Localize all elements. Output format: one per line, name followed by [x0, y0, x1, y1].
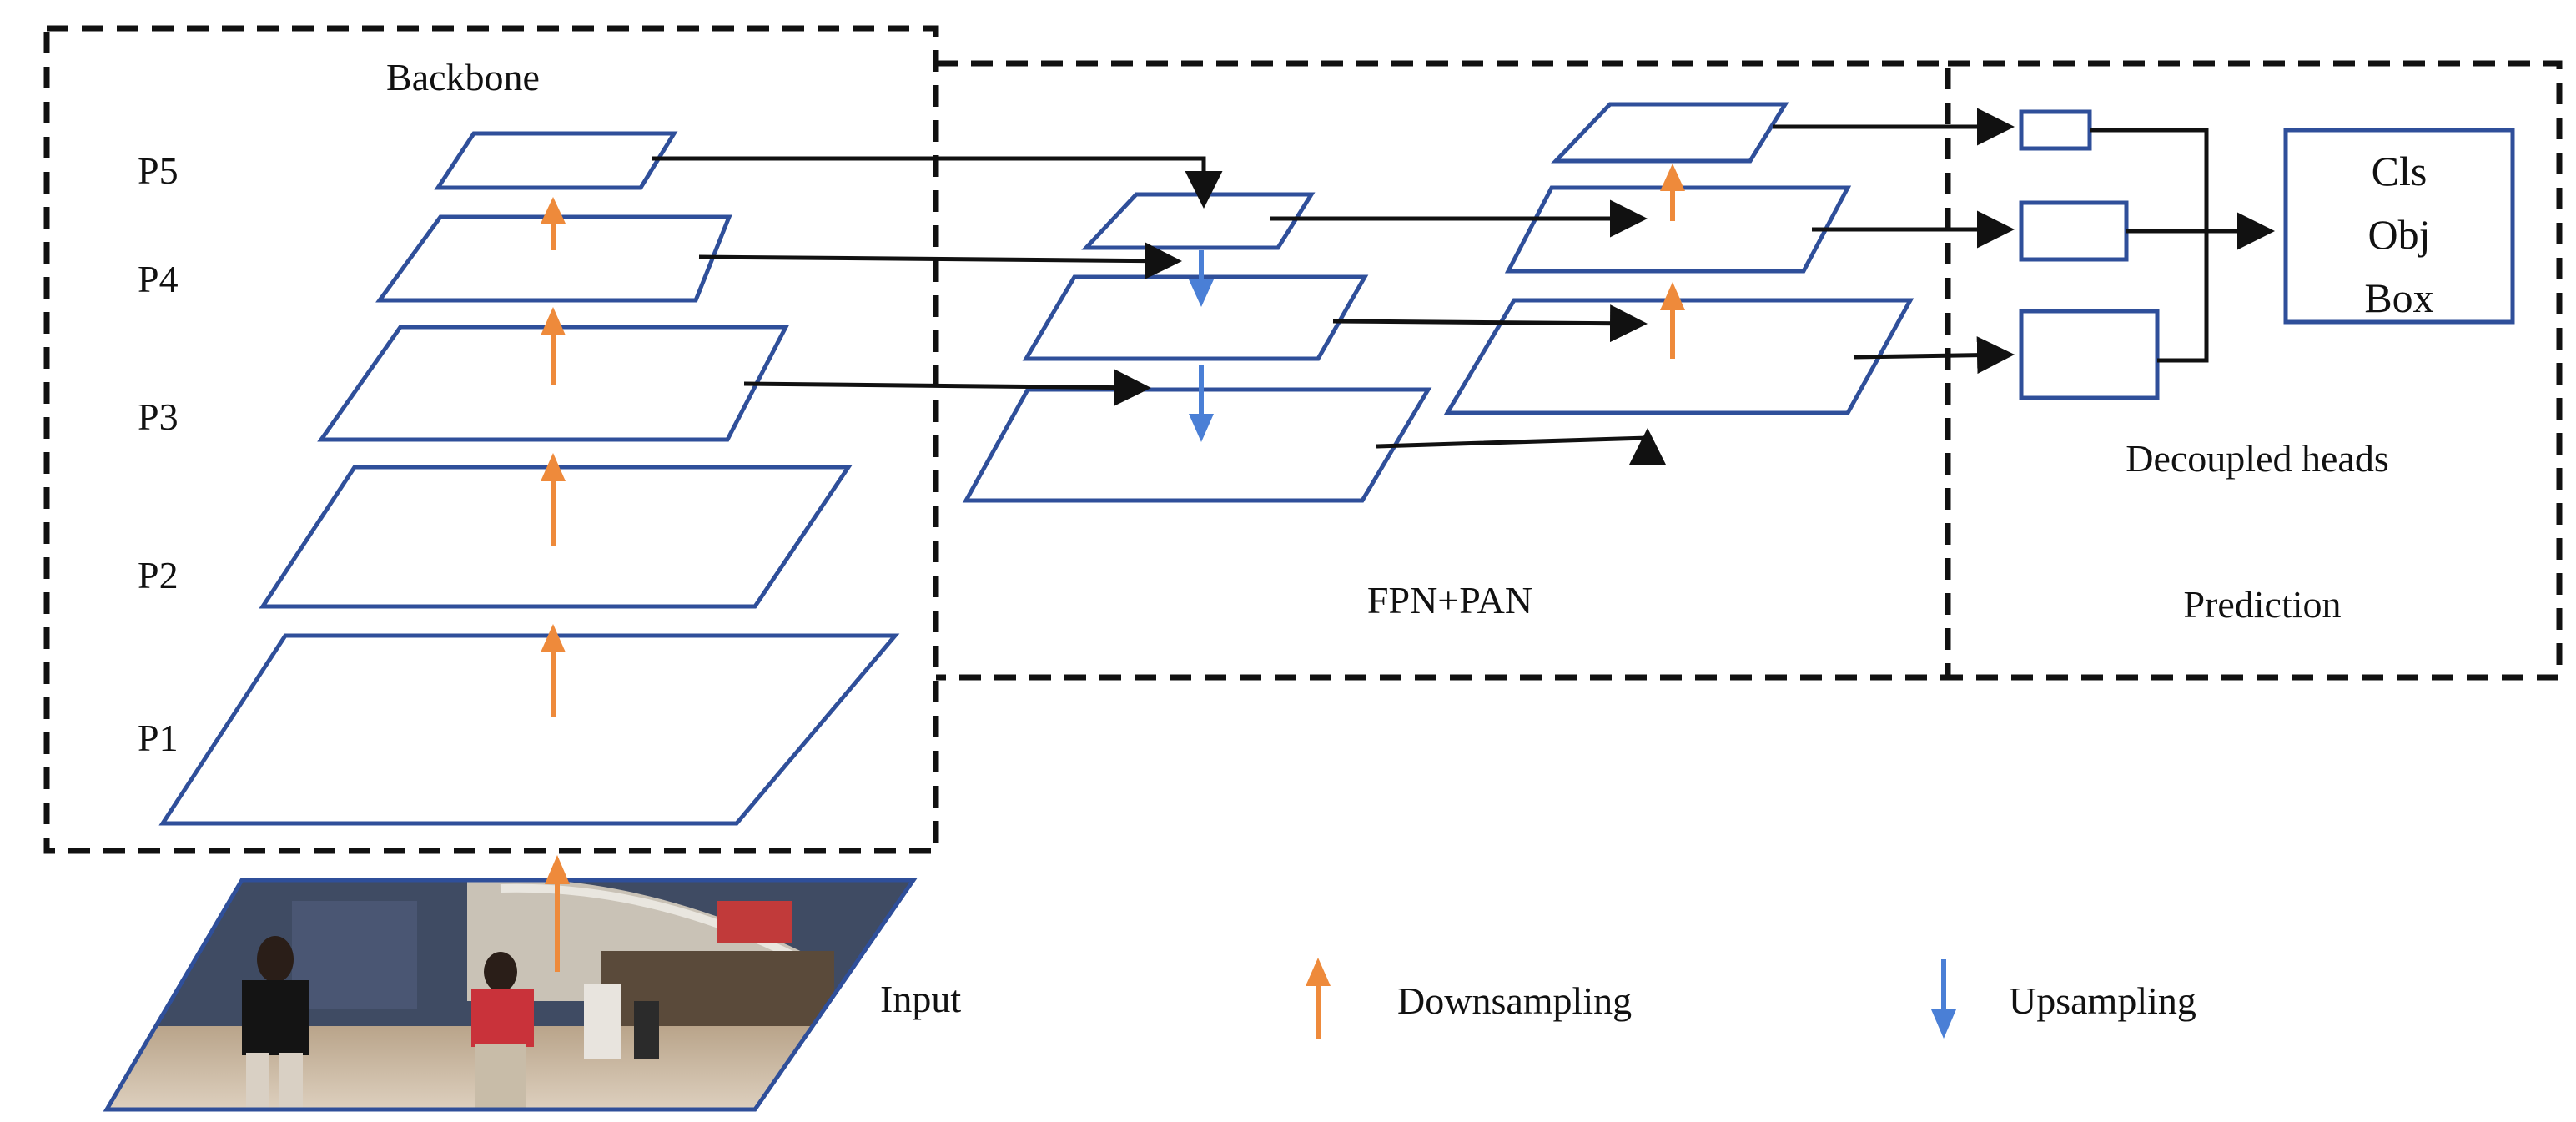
backbone-plane-p1 — [158, 633, 900, 826]
pan-plane-top — [1551, 102, 1789, 164]
connector-fpn-mid-pan — [1332, 304, 1648, 343]
output-cls: Cls — [2372, 148, 2428, 194]
backbone-plane-p5 — [434, 131, 678, 190]
prediction-frame — [1948, 60, 2563, 681]
backbone-downsample-arrow-4 — [541, 197, 566, 250]
legend-downsampling-icon — [1306, 958, 1331, 1039]
prediction-title: Prediction — [2183, 583, 2341, 626]
fpn-upsample-arrow-1 — [1189, 250, 1214, 307]
connector-fpn-bottom-pan — [1376, 428, 1667, 465]
head-box-large — [2019, 309, 2160, 400]
pan-plane-mid — [1504, 185, 1852, 274]
backbone-plane-p4 — [375, 214, 732, 303]
fpn-upsample-arrow-2 — [1189, 365, 1214, 442]
backbone-downsample-arrow-2 — [541, 453, 566, 546]
level-label-p1: P1 — [138, 717, 179, 759]
level-label-p2: P2 — [138, 554, 179, 596]
level-label-p3: P3 — [138, 395, 179, 438]
pan-downsample-arrow-1 — [1660, 164, 1685, 221]
pan-plane-bottom — [1443, 298, 1914, 415]
output-box-label: Box — [2364, 274, 2433, 321]
level-label-p5: P5 — [138, 149, 179, 192]
decoupled-heads-title: Decoupled heads — [2126, 437, 2389, 480]
connector-pan-bottom-head — [1853, 336, 2015, 375]
legend-upsampling-icon — [1931, 959, 1956, 1039]
backbone-title: Backbone — [386, 56, 540, 98]
output-box — [2283, 128, 2515, 325]
input-downsample-arrow — [545, 855, 570, 972]
fpn-plane-bottom — [962, 387, 1432, 503]
legend-upsampling-label: Upsampling — [2009, 979, 2196, 1022]
backbone-downsample-arrow-3 — [541, 307, 566, 385]
input-image — [103, 878, 918, 1112]
connector-p5-fpn — [652, 156, 1223, 209]
head-box-small — [2019, 109, 2092, 151]
head-box-medium — [2019, 200, 2129, 262]
backbone-downsample-arrow-1 — [541, 624, 566, 717]
level-label-p4: P4 — [138, 258, 179, 300]
output-obj: Obj — [2368, 211, 2431, 258]
legend-input-label: Input — [880, 978, 961, 1020]
merge-line-small — [2090, 128, 2209, 363]
connector-p4-fpn — [698, 242, 1182, 280]
connector-p3-fpn — [743, 369, 1151, 407]
legend-downsampling-label: Downsampling — [1397, 979, 1632, 1022]
neck-frame — [936, 60, 1951, 681]
backbone-frame — [43, 25, 939, 854]
fpn-plane-top — [1081, 192, 1316, 250]
pan-downsample-arrow-2 — [1660, 282, 1685, 359]
neck-title: FPN+PAN — [1367, 579, 1532, 621]
fpn-plane-mid — [1022, 274, 1369, 361]
